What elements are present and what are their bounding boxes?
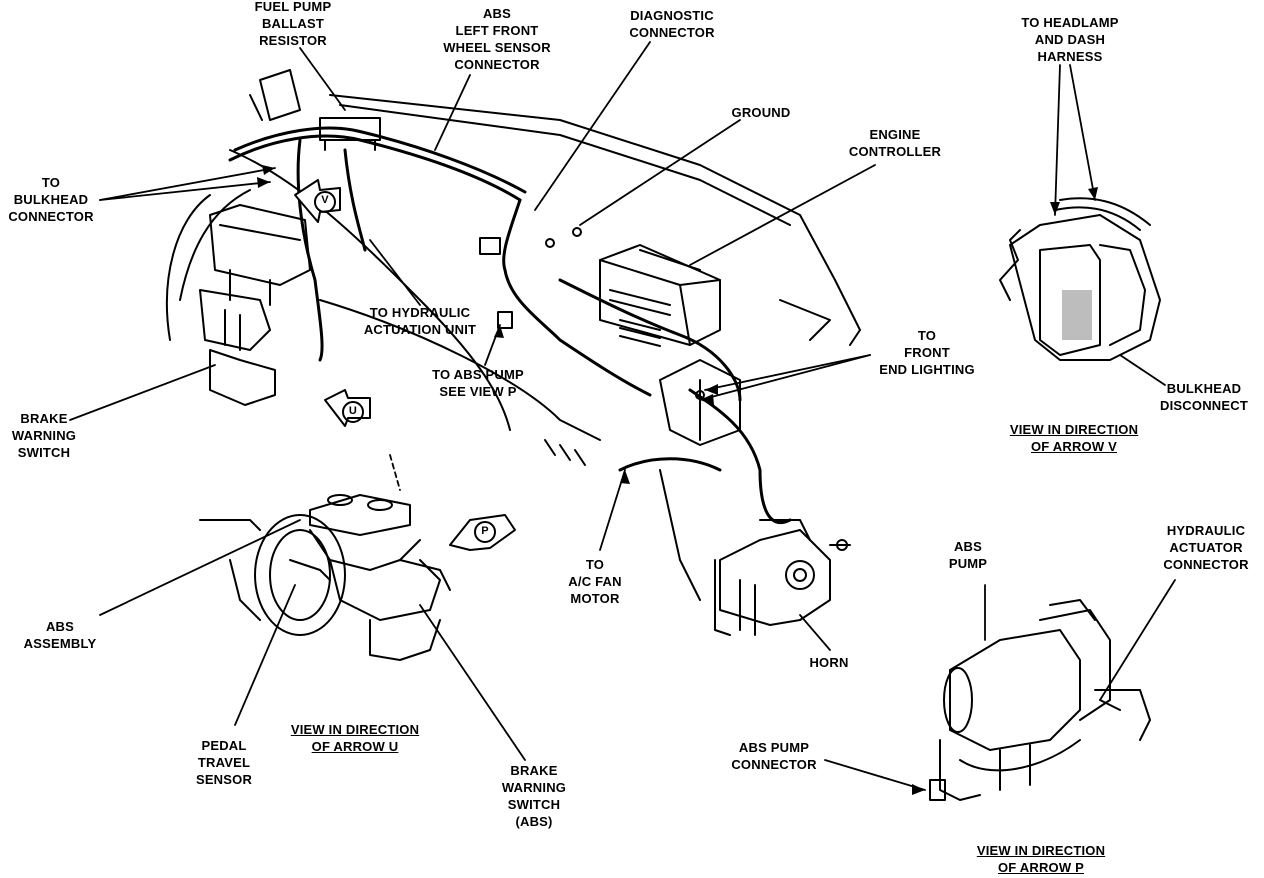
label-to-abs-pump: TO ABS PUMP SEE VIEW P bbox=[432, 367, 524, 399]
arrow-u-letter: U bbox=[348, 405, 358, 417]
label-to-front-end-lighting: TO FRONT END LIGHTING bbox=[879, 328, 975, 377]
label-brake-warning-switch: BRAKE WARNING SWITCH bbox=[11, 411, 77, 460]
label-view-arrow-v: VIEW IN DIRECTION OF ARROW V bbox=[1009, 422, 1139, 454]
label-brake-warning-switch-abs: BRAKE WARNING SWITCH (ABS) bbox=[501, 763, 567, 829]
bulkhead-connector-drawing bbox=[999, 197, 1161, 361]
label-pedal-travel-sensor: PEDAL TRAVEL SENSOR bbox=[195, 738, 253, 787]
abs-assembly-drawing bbox=[199, 494, 451, 661]
label-abs-pump: ABS PUMP bbox=[948, 539, 988, 571]
label-hydraulic-actuator-connector: HYDRAULIC ACTUATOR CONNECTOR bbox=[1163, 523, 1249, 572]
label-to-ac-fan-motor: TO A/C FAN MOTOR bbox=[568, 557, 622, 606]
arrow-u-symbol bbox=[324, 389, 371, 427]
label-to-headlamp-dash-harness: TO HEADLAMP AND DASH HARNESS bbox=[1021, 15, 1119, 64]
label-view-arrow-p: VIEW IN DIRECTION OF ARROW P bbox=[976, 843, 1106, 875]
label-abs-left-front-wheel-sensor: ABS LEFT FRONT WHEEL SENSOR CONNECTOR bbox=[443, 6, 551, 72]
harness-connectors bbox=[319, 117, 705, 400]
label-horn: HORN bbox=[809, 655, 849, 670]
label-engine-controller: ENGINE CONTROLLER bbox=[848, 127, 942, 159]
horn-body bbox=[714, 519, 851, 636]
label-abs-pump-connector: ABS PUMP CONNECTOR bbox=[731, 740, 817, 772]
arrow-p-letter: P bbox=[481, 525, 489, 537]
label-ground: GROUND bbox=[731, 105, 791, 120]
arrow-v-letter: V bbox=[321, 194, 329, 206]
label-bulkhead-disconnect: BULKHEAD DISCONNECT bbox=[1160, 381, 1248, 413]
engine-controller-box bbox=[599, 244, 721, 347]
arrowheads bbox=[257, 165, 1098, 795]
fender-area bbox=[544, 299, 831, 601]
arrow-p-symbol bbox=[449, 514, 516, 551]
label-diagnostic-connector: DIAGNOSTIC CONNECTOR bbox=[629, 8, 715, 40]
leader-lines bbox=[69, 41, 1176, 791]
label-to-hydraulic-actuation-unit: TO HYDRAULIC ACTUATION UNIT bbox=[363, 305, 477, 337]
cowl-outline bbox=[166, 69, 861, 441]
label-to-bulkhead-connector: TO BULKHEAD CONNECTOR bbox=[8, 175, 94, 224]
label-view-arrow-u: VIEW IN DIRECTION OF ARROW U bbox=[290, 722, 420, 754]
arrow-v-symbol bbox=[294, 179, 341, 223]
label-fuel-pump-ballast: FUEL PUMP BALLAST RESISTOR bbox=[254, 0, 332, 48]
label-abs-assembly: ABS ASSEMBLY bbox=[23, 619, 97, 651]
bulkhead-shading bbox=[1062, 290, 1092, 340]
abs-pump-drawing bbox=[929, 599, 1151, 801]
master-cylinder-top bbox=[199, 204, 311, 406]
